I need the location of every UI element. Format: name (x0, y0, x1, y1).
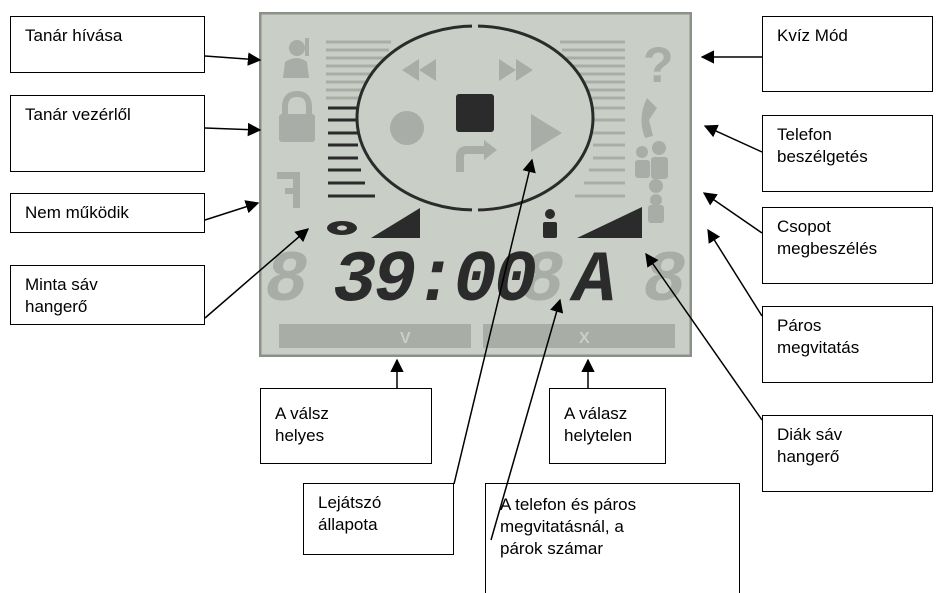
pair-letter-display: A (569, 240, 616, 322)
phone-icon (641, 98, 657, 138)
left-level-bars-dark (328, 106, 375, 198)
group-icon (635, 141, 668, 179)
label-nem-mukodik: Nem működik (10, 193, 205, 233)
left-level-bars (326, 40, 391, 100)
label-lejatszo-allapota: Lejátszó állapota (303, 483, 454, 555)
student-volume-icon (543, 207, 642, 238)
arrow-csoport (702, 192, 763, 234)
label-valasz-helyes: A válsz helyes (260, 388, 432, 464)
fast-forward-icon (499, 59, 533, 81)
label-minta-sav-hangero: Minta sáv hangerő (10, 265, 205, 325)
label-kviz-mod: Kvíz Mód (762, 16, 933, 92)
arrow-telefon-beszelgetes (703, 124, 763, 153)
arrow-nem-mukodik (204, 200, 260, 221)
time-display: 39:00 (333, 240, 536, 322)
teacher-call-icon (283, 38, 309, 78)
arrow-tanar-hivasa (204, 52, 262, 66)
label-csoport-megbeszeles: Csopot megbeszélés (762, 207, 933, 284)
record-icon (390, 111, 424, 145)
label-valasz-helytelen: A válasz helytelen (549, 388, 666, 464)
play-icon (531, 114, 562, 152)
stop-icon (456, 94, 494, 132)
svg-text:8: 8 (265, 240, 308, 322)
label-diak-sav-hangero: Diák sáv hangerő (762, 415, 933, 492)
repeat-icon (456, 140, 497, 172)
right-level-bars (560, 40, 625, 198)
not-working-icon (277, 172, 300, 208)
arrow-tanar-vezerlol (204, 122, 262, 137)
rewind-icon (402, 59, 436, 81)
label-paros-megvitatas: Páros megvitatás (762, 306, 933, 383)
pair-icon (648, 179, 664, 223)
wrong-icon: X (579, 330, 590, 347)
svg-text:8: 8 (643, 240, 686, 322)
correct-strip (279, 324, 471, 348)
label-telefon-beszelgetes: Telefon beszélgetés (762, 115, 933, 192)
label-tanar-vezerlol: Tanár vezérlől (10, 95, 205, 172)
label-tanar-hivasa: Tanár hívása (10, 16, 205, 73)
label-telefon-paros: A telefon és páros megvitatásnál, a páro… (485, 483, 740, 593)
arrow-paros-megvitatas (707, 228, 763, 317)
question-icon: ? (643, 37, 674, 93)
lock-icon (279, 90, 315, 142)
sample-volume-icon (327, 208, 420, 238)
correct-icon: V (400, 330, 411, 347)
